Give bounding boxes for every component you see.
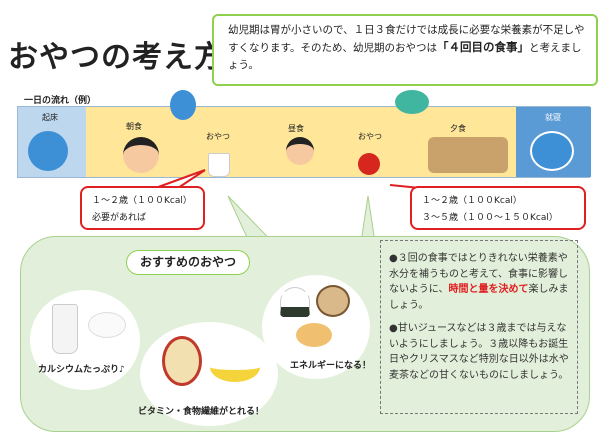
callout-snack-1: １～２歳（１００Kcal） 必要があれば: [80, 186, 205, 230]
apple-slice-illustration: [162, 336, 202, 386]
step-snack-1: おやつ: [206, 132, 230, 141]
sleeping-child-illustration: [28, 131, 68, 171]
daily-timeline: 起床 朝食 おやつ 昼食 おやつ 夕食 就寝: [17, 106, 591, 178]
caption-calcium: カルシウムたっぷり♪: [38, 365, 125, 375]
tip-1: ●３回の食事ではとりきれない栄養素や水分を補うものと考えて、食事に影響しないよう…: [389, 251, 571, 313]
running-children-illustration: [395, 90, 429, 114]
caption-energy: エネルギーになる！: [290, 361, 372, 371]
flow-label: 一日の流れ（例）: [24, 96, 97, 106]
intro-text-end: と考えましょう。: [228, 42, 582, 71]
fruit-circle: [140, 322, 278, 426]
step-dinner: 夕食: [450, 124, 466, 133]
milk-glass-illustration: [52, 304, 78, 354]
intro-emphasis: 「４回目の食事」: [436, 40, 529, 54]
yogurt-illustration: [88, 312, 126, 338]
intro-scroll-box: 幼児期は胃が小さいので、１日３食だけでは成長に必要な栄養素が不足しやすくなります…: [212, 14, 598, 86]
sweet-potato-illustration: [316, 285, 350, 317]
step-sleep: 就寝: [545, 113, 561, 122]
callout-line: １～２歳（１００Kcal）: [92, 196, 192, 206]
child-lunch-illustration: [286, 137, 314, 165]
bread-illustration: [296, 323, 332, 347]
tip-1-text-end: 楽しみましょう。: [389, 284, 569, 311]
left-callout-tail: [149, 169, 206, 191]
step-wake: 起床: [42, 113, 58, 122]
caption-vitamin: ビタミン・食物繊維がとれる！: [138, 407, 265, 417]
sleeping-child-illustration: [530, 131, 574, 171]
step-lunch: 昼食: [288, 124, 304, 133]
apple-illustration: [358, 153, 380, 175]
recommend-heading: おすすめのおやつ: [126, 250, 250, 275]
step-snack-2: おやつ: [358, 132, 382, 141]
jumping-child-illustration: [170, 90, 196, 120]
callout-line: ３～５歳（１００～１５０Kcal）: [422, 213, 558, 223]
snack-tips-box: ●３回の食事ではとりきれない栄養素や水分を補うものと考えて、食事に影響しないよう…: [380, 240, 578, 414]
callout-line: １～２歳（１００Kcal）: [422, 196, 522, 206]
child-breakfast-illustration: [123, 137, 159, 173]
tip-2: ●甘いジュースなどは３歳までは与えないようにしましょう。３歳以降もお誕生日やクリ…: [389, 323, 569, 381]
page-title: おやつの考え方: [8, 40, 225, 75]
milk-glass-illustration: [208, 153, 230, 177]
tip-1-emphasis: 時間と量を決めて: [448, 284, 529, 295]
intro-text: 幼児期は胃が小さいので、１日３食だけでは成長に必要な栄養素が不足しやすくなります…: [228, 24, 585, 54]
energy-circle: [262, 275, 370, 379]
milk-circle: [30, 290, 140, 390]
banana-illustration: [210, 352, 260, 382]
step-breakfast: 朝食: [126, 122, 142, 131]
rice-ball-illustration: [280, 287, 310, 317]
callout-snack-2: １～２歳（１００Kcal） ３～５歳（１００～１５０Kcal）: [410, 186, 586, 230]
callout-line: 必要があれば: [92, 213, 147, 223]
family-dinner-illustration: [428, 137, 508, 173]
tip-1-text: ●３回の食事ではとりきれない栄養素や水分を補うものと考えて、食事に影響しないよう…: [389, 253, 568, 295]
